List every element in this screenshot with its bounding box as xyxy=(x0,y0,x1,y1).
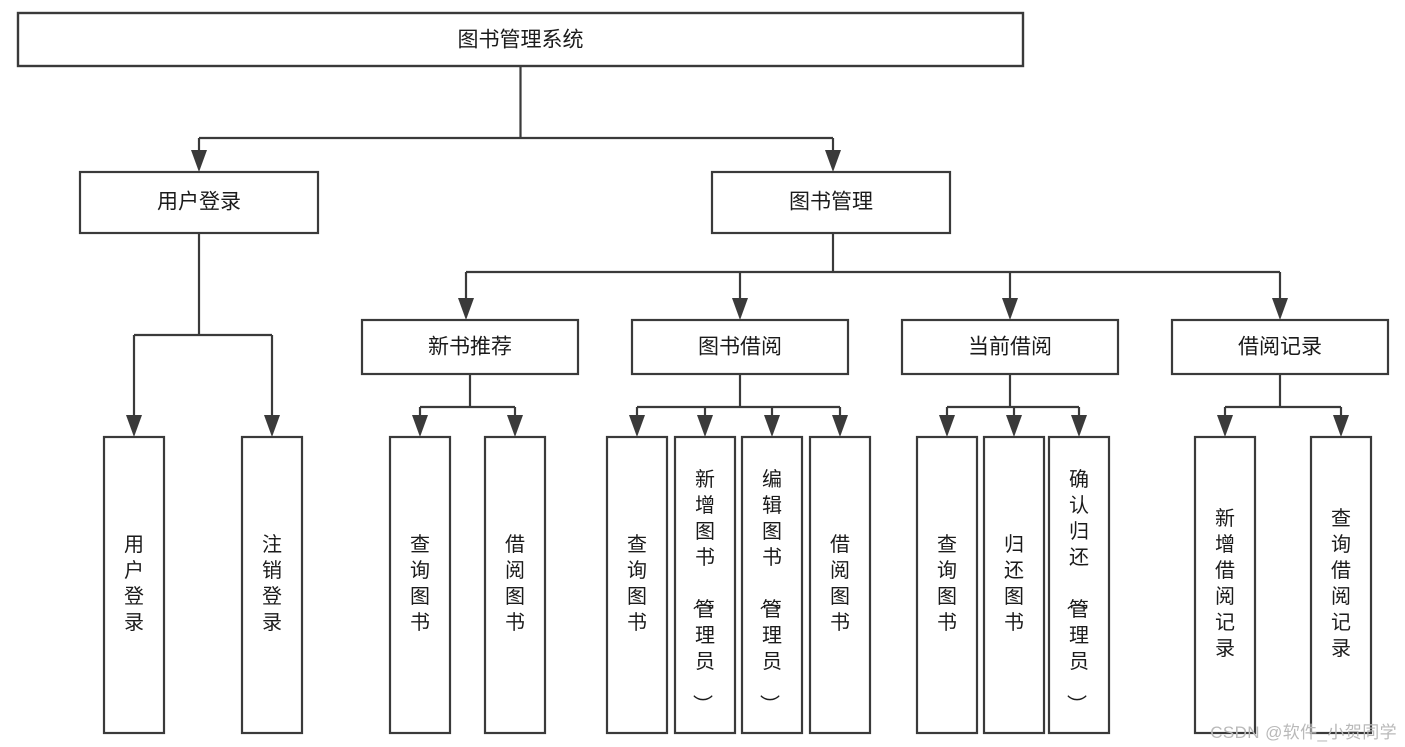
node-current-borrow-label: 当前借阅 xyxy=(968,336,1052,359)
arrow-head-user-login xyxy=(191,150,207,172)
node-leaf-query-book-3-label: 查询图书 xyxy=(937,533,957,634)
node-leaf-borrow-book-1-box[interactable] xyxy=(483,435,547,735)
node-leaf-return-book-box[interactable] xyxy=(982,435,1046,735)
node-user-login-box[interactable] xyxy=(78,170,320,235)
node-leaf-query-record[interactable]: 查询借阅记录 xyxy=(1309,435,1373,735)
node-leaf-borrow-book-1[interactable]: 借阅图书 xyxy=(483,435,547,735)
arrow-head-leaf-borrow-book-2 xyxy=(832,415,848,437)
node-borrow-record-box[interactable] xyxy=(1170,318,1390,376)
node-leaf-edit-book-box[interactable] xyxy=(740,435,804,735)
connector-layer xyxy=(126,66,1349,437)
node-leaf-confirm-return[interactable]: 确认归还（管理员） xyxy=(1047,435,1111,735)
node-new-book-recommend-label: 新书推荐 xyxy=(428,336,512,359)
node-leaf-query-book-3-box[interactable] xyxy=(915,435,979,735)
arrow-head-borrow-record xyxy=(1272,298,1288,320)
node-leaf-add-book[interactable]: 新增图书（管理员） xyxy=(673,435,737,735)
node-borrow-record-label: 借阅记录 xyxy=(1238,336,1322,359)
arrow-head-leaf-confirm-return xyxy=(1071,415,1087,437)
node-leaf-query-book-1-label: 查询图书 xyxy=(410,533,430,634)
node-current-borrow-box[interactable] xyxy=(900,318,1120,376)
node-leaf-return-book-label: 归还图书 xyxy=(1004,533,1024,634)
arrow-head-leaf-query-book-3 xyxy=(939,415,955,437)
node-leaf-user-login-label: 用户登录 xyxy=(124,534,144,634)
node-leaf-add-record[interactable]: 新增借阅记录 xyxy=(1193,435,1257,735)
node-leaf-logout-login-label: 注销登录 xyxy=(262,533,282,634)
node-root-box[interactable] xyxy=(16,11,1025,68)
node-borrow-record[interactable]: 借阅记录 xyxy=(1170,318,1390,376)
arrow-head-new-book-recommend xyxy=(458,298,474,320)
arrow-head-book-manage xyxy=(825,150,841,172)
node-leaf-query-record-label: 查询借阅记录 xyxy=(1331,507,1351,660)
node-leaf-query-book-2-box[interactable] xyxy=(605,435,669,735)
arrow-head-leaf-user-login xyxy=(126,415,142,437)
node-leaf-add-book-box[interactable] xyxy=(673,435,737,735)
node-book-manage-label: 图书管理 xyxy=(789,191,873,214)
arrow-head-leaf-query-record xyxy=(1333,415,1349,437)
node-leaf-borrow-book-1-label: 借阅图书 xyxy=(505,533,525,634)
arrow-head-current-borrow xyxy=(1002,298,1018,320)
node-leaf-query-record-box[interactable] xyxy=(1309,435,1373,735)
node-leaf-query-book-2-label: 查询图书 xyxy=(627,533,647,634)
node-leaf-borrow-book-2-box[interactable] xyxy=(808,435,872,735)
node-leaf-add-book-label: 新增图书（管理员） xyxy=(690,468,715,714)
node-leaf-logout-login-box[interactable] xyxy=(240,435,304,735)
node-root-label: 图书管理系统 xyxy=(458,29,584,52)
arrow-head-leaf-borrow-book-1 xyxy=(507,415,523,437)
node-book-manage-box[interactable] xyxy=(710,170,952,235)
node-leaf-borrow-book-2[interactable]: 借阅图书 xyxy=(808,435,872,735)
node-leaf-borrow-book-2-label: 借阅图书 xyxy=(830,533,850,634)
node-leaf-user-login[interactable]: 用户登录 xyxy=(102,435,166,735)
node-new-book-recommend[interactable]: 新书推荐 xyxy=(360,318,580,376)
node-root[interactable]: 图书管理系统 xyxy=(16,11,1025,68)
node-leaf-query-book-1-box[interactable] xyxy=(388,435,452,735)
node-leaf-return-book[interactable]: 归还图书 xyxy=(982,435,1046,735)
arrow-head-leaf-add-book xyxy=(697,415,713,437)
node-leaf-confirm-return-label: 确认归还（管理员） xyxy=(1064,468,1089,714)
node-book-borrow[interactable]: 图书借阅 xyxy=(630,318,850,376)
node-book-borrow-box[interactable] xyxy=(630,318,850,376)
node-leaf-query-book-1[interactable]: 查询图书 xyxy=(388,435,452,735)
node-leaf-query-book-3[interactable]: 查询图书 xyxy=(915,435,979,735)
arrow-head-leaf-logout-login xyxy=(264,415,280,437)
arrow-head-leaf-query-book-2 xyxy=(629,415,645,437)
arrow-head-leaf-add-record xyxy=(1217,415,1233,437)
node-book-borrow-label: 图书借阅 xyxy=(698,336,782,359)
node-leaf-add-record-box[interactable] xyxy=(1193,435,1257,735)
node-leaf-logout-login[interactable]: 注销登录 xyxy=(240,435,304,735)
arrow-head-leaf-query-book-1 xyxy=(412,415,428,437)
node-leaf-query-book-2[interactable]: 查询图书 xyxy=(605,435,669,735)
arrow-head-leaf-return-book xyxy=(1006,415,1022,437)
node-leaf-add-record-label: 新增借阅记录 xyxy=(1215,507,1235,660)
node-user-login[interactable]: 用户登录 xyxy=(78,170,320,235)
node-current-borrow[interactable]: 当前借阅 xyxy=(900,318,1120,376)
arrow-head-leaf-edit-book xyxy=(764,415,780,437)
node-leaf-edit-book-label: 编辑图书（管理员） xyxy=(757,468,782,714)
node-leaf-confirm-return-box[interactable] xyxy=(1047,435,1111,735)
arrow-head-book-borrow xyxy=(732,298,748,320)
node-leaf-user-login-box[interactable] xyxy=(102,435,166,735)
node-leaf-edit-book[interactable]: 编辑图书（管理员） xyxy=(740,435,804,735)
node-new-book-recommend-box[interactable] xyxy=(360,318,580,376)
node-book-manage[interactable]: 图书管理 xyxy=(710,170,952,235)
node-user-login-label: 用户登录 xyxy=(157,191,241,214)
